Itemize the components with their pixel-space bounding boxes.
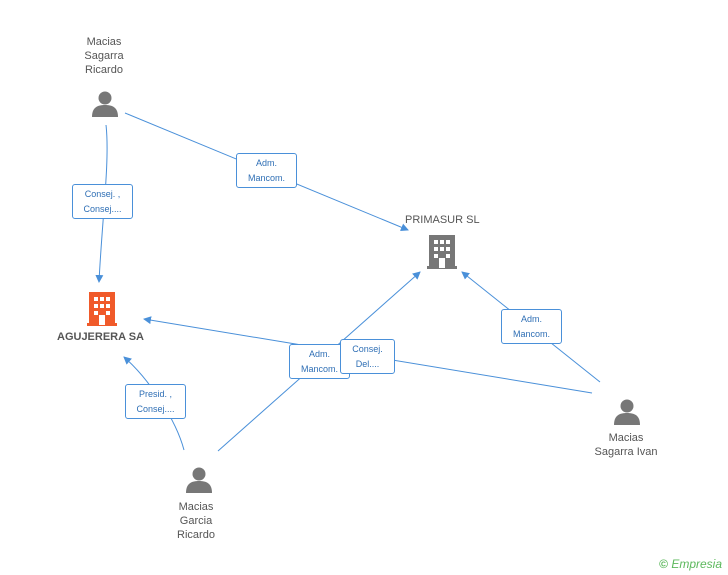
company-name-agujerera[interactable]: AGUJERERA SA (57, 331, 144, 343)
person-icon[interactable] (613, 397, 641, 425)
person-icon[interactable] (91, 89, 119, 117)
copyright-icon: © (659, 557, 668, 571)
edge-label[interactable]: Consej. , Consej.... (72, 184, 133, 219)
footer-brand: © Empresia (659, 557, 722, 571)
brand-logo: Empresia (671, 557, 722, 571)
person-name: Macias Garcia Ricardo (177, 501, 215, 541)
edge-label[interactable]: Adm. Mancom. (501, 309, 562, 344)
building-icon[interactable] (427, 233, 457, 269)
edge-label[interactable]: Adm. Mancom. (236, 153, 297, 188)
person-icon[interactable] (185, 465, 213, 493)
edge-label[interactable]: Presid. , Consej.... (125, 384, 186, 419)
edge-label[interactable]: Consej. Del.... (340, 339, 395, 374)
company-name-primasur[interactable]: PRIMASUR SL (405, 214, 480, 226)
person-name: Macias Sagarra Ivan (594, 432, 658, 458)
person-name: Macias Sagarra Ricardo (84, 36, 124, 76)
building-icon[interactable] (87, 290, 117, 326)
edge-label[interactable]: Adm. Mancom. (289, 344, 350, 379)
